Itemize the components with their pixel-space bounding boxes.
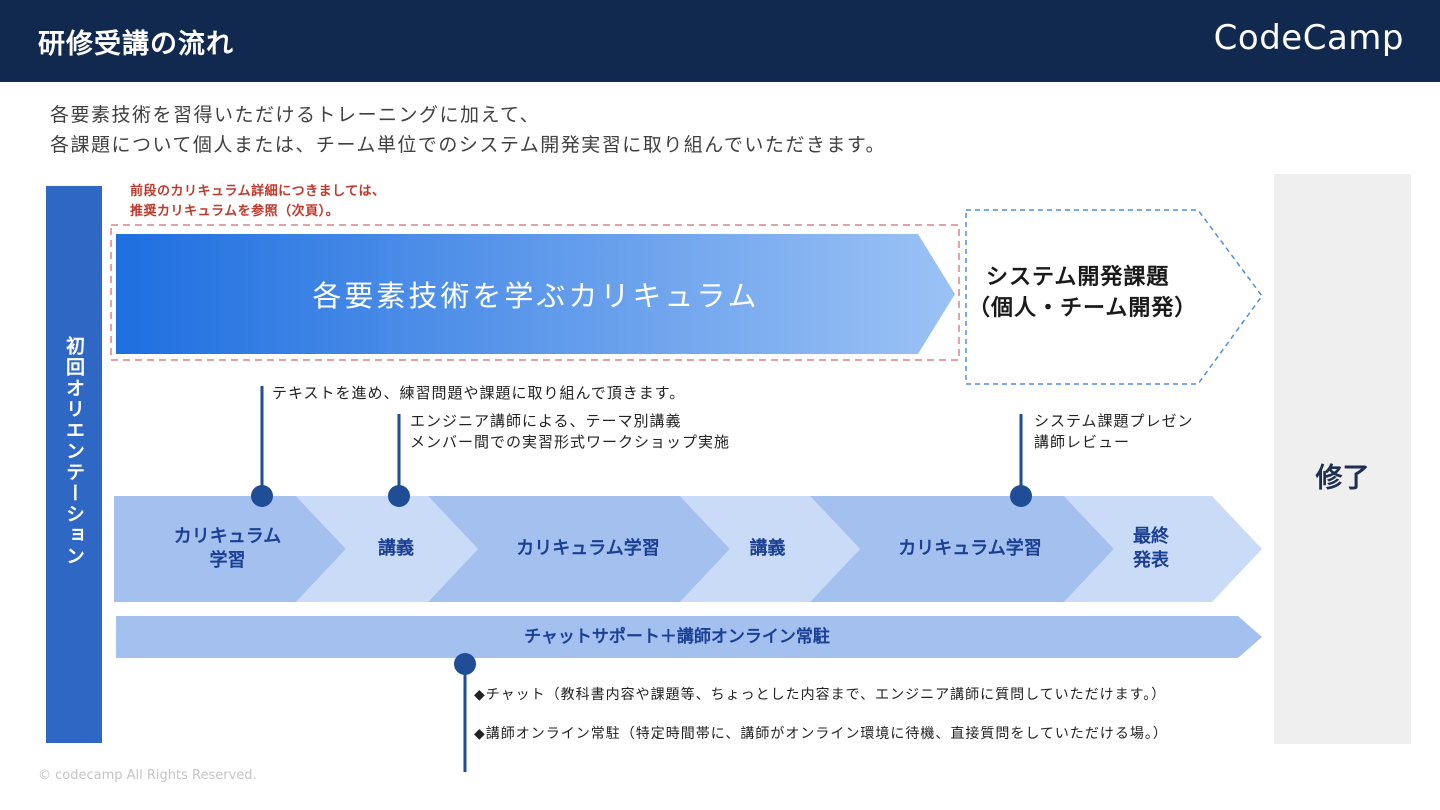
flow-step-6-line-2: 発表	[1133, 550, 1169, 571]
support-arrow-label: チャットサポート＋講師オンライン常駐	[524, 627, 830, 647]
callout-review-line-2: 講師レビュー	[1034, 433, 1131, 451]
flow-step-1-line-2: 学習	[209, 550, 246, 571]
flow-step-5	[810, 496, 1114, 602]
callout-review-line-1: システム課題プレゼン	[1034, 412, 1194, 430]
flow-step-4	[680, 496, 860, 602]
curriculum-arrow	[116, 234, 955, 354]
pin-dot-1	[251, 485, 273, 507]
flow-step-1	[114, 496, 346, 602]
orientation-label: 初回オリエンテーション	[63, 336, 85, 567]
flow-step-6-label: 最終 発表	[1112, 496, 1190, 602]
system-dev-line-2: （個人・チーム開発）	[968, 296, 1198, 321]
note-line-1: 前段のカリキュラム詳細につきましては、	[130, 184, 386, 199]
system-dev-line-1: システム開発課題	[986, 265, 1170, 290]
copyright: © codecamp All Rights Reserved.	[38, 768, 257, 783]
callout-lecture: エンジニア講師による、テーマ別講義 メンバー間での実習形式ワークショップ実施	[410, 411, 730, 453]
curriculum-arrow-label: 各要素技術を学ぶカリキュラム	[312, 279, 760, 313]
system-dev-arrow	[965, 209, 1263, 385]
finish-label: 修了	[1315, 463, 1370, 494]
system-dev-label: システム開発課題 （個人・チーム開発）	[968, 262, 1238, 324]
pin-dot-3	[1010, 485, 1032, 507]
support-bullet-chat: ◆チャット（教科書内容や課題等、ちょっとした内容まで、エンジニア講師に質問してい…	[474, 687, 1167, 703]
flow-step-3-label: カリキュラム学習	[516, 538, 660, 559]
finish-panel: 修了	[1274, 174, 1411, 744]
intro-line-2: 各課題について個人または、チーム単位でのシステム開発実習に取り組んでいただきます…	[50, 134, 886, 156]
header-bar: 研修受講の流れ CodeCamp	[0, 0, 1440, 82]
callout-text-study: テキストを進め、練習問題や課題に取り組んで頂きます。	[272, 384, 686, 402]
flow-step-2	[296, 496, 478, 602]
support-bullet-online: ◆講師オンライン常駐（特定時間帯に、講師がオンライン環境に待機、直接質問をしてい…	[474, 726, 1168, 742]
codecamp-logo: CodeCamp	[1213, 18, 1404, 58]
pin-dot-2	[388, 485, 410, 507]
flow-step-4-label: 講義	[749, 538, 786, 559]
orientation-bar: 初回オリエンテーション	[46, 186, 102, 743]
flow-step-3	[428, 496, 730, 602]
flow-step-6-line-1: 最終	[1133, 526, 1169, 547]
pin-dot-4	[454, 653, 476, 675]
page-title: 研修受講の流れ	[38, 29, 234, 60]
intro-line-1: 各要素技術を習得いただけるトレーニングに加えて、	[50, 104, 541, 126]
curriculum-dashed-frame	[110, 224, 960, 361]
flow-step-5-label: カリキュラム学習	[898, 538, 1042, 559]
note-line-2: 推奨カリキュラムを参照（次頁）。	[130, 204, 340, 219]
support-arrow	[116, 616, 1262, 658]
flow-step-2-label: 講義	[378, 538, 414, 559]
flow-step-1-line-1: カリキュラム	[173, 526, 282, 547]
callout-lecture-line-2: メンバー間での実習形式ワークショップ実施	[410, 433, 731, 451]
callout-review: システム課題プレゼン 講師レビュー	[1034, 411, 1194, 453]
flow-step-1-label: カリキュラム 学習	[150, 496, 305, 602]
flow-step-6	[1064, 496, 1262, 602]
callout-lecture-line-1: エンジニア講師による、テーマ別講義	[410, 412, 682, 430]
